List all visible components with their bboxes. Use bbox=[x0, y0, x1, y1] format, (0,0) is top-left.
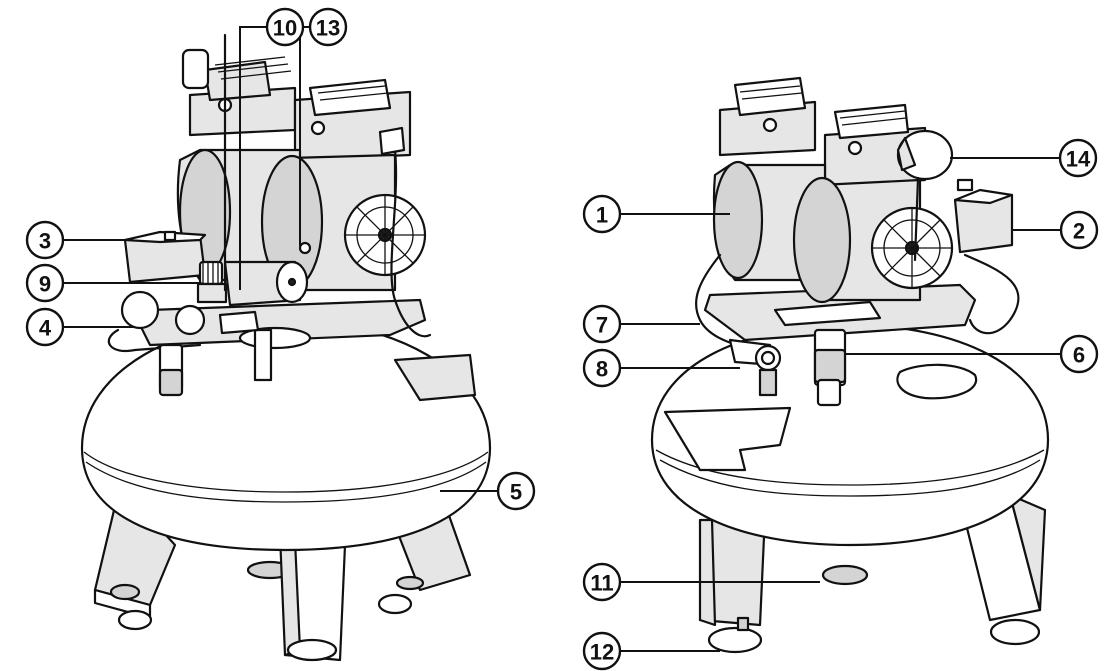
callout-11: 11 bbox=[582, 562, 622, 602]
svg-text:11: 11 bbox=[590, 571, 613, 596]
callout-8: 8 bbox=[582, 348, 622, 388]
callout-10: 10 bbox=[265, 7, 305, 47]
svg-text:5: 5 bbox=[510, 480, 522, 505]
svg-text:12: 12 bbox=[590, 640, 614, 665]
left-pressure-switch bbox=[123, 230, 207, 284]
right-tank bbox=[650, 323, 1050, 547]
callout-6: 6 bbox=[1059, 334, 1099, 374]
callout-9: 9 bbox=[25, 263, 65, 303]
callout-14: 14 bbox=[1058, 138, 1098, 178]
callout-13: 13 bbox=[308, 7, 348, 47]
right-pressure-switch bbox=[953, 178, 1014, 254]
left-tank bbox=[80, 318, 492, 552]
callout-2: 2 bbox=[1059, 210, 1099, 250]
callout-5: 5 bbox=[496, 471, 536, 511]
left-pump-heads bbox=[181, 48, 412, 162]
svg-text:10: 10 bbox=[273, 16, 297, 41]
callout-4: 4 bbox=[25, 307, 65, 347]
compressor-left-view bbox=[80, 33, 492, 662]
leader-lines bbox=[63, 26, 1061, 652]
callout-7: 7 bbox=[582, 304, 622, 344]
right-motor bbox=[712, 160, 954, 304]
svg-text:6: 6 bbox=[1073, 343, 1085, 368]
callout-12: 12 bbox=[582, 631, 622, 671]
svg-text:9: 9 bbox=[39, 272, 51, 297]
left-filter bbox=[223, 260, 309, 307]
compressor-right-view bbox=[650, 76, 1050, 654]
left-motor bbox=[176, 148, 427, 292]
callout-1: 1 bbox=[582, 194, 622, 234]
svg-text:13: 13 bbox=[316, 16, 340, 41]
svg-text:14: 14 bbox=[1066, 147, 1091, 172]
svg-text:7: 7 bbox=[596, 313, 608, 338]
right-pump-heads bbox=[718, 76, 927, 188]
svg-text:1: 1 bbox=[596, 203, 608, 228]
svg-text:2: 2 bbox=[1073, 219, 1085, 244]
leader-10 bbox=[239, 26, 266, 290]
right-legs bbox=[698, 493, 1047, 654]
svg-text:8: 8 bbox=[596, 357, 608, 382]
svg-text:3: 3 bbox=[39, 229, 51, 254]
callout-3: 3 bbox=[25, 220, 65, 260]
svg-text:4: 4 bbox=[39, 316, 52, 341]
